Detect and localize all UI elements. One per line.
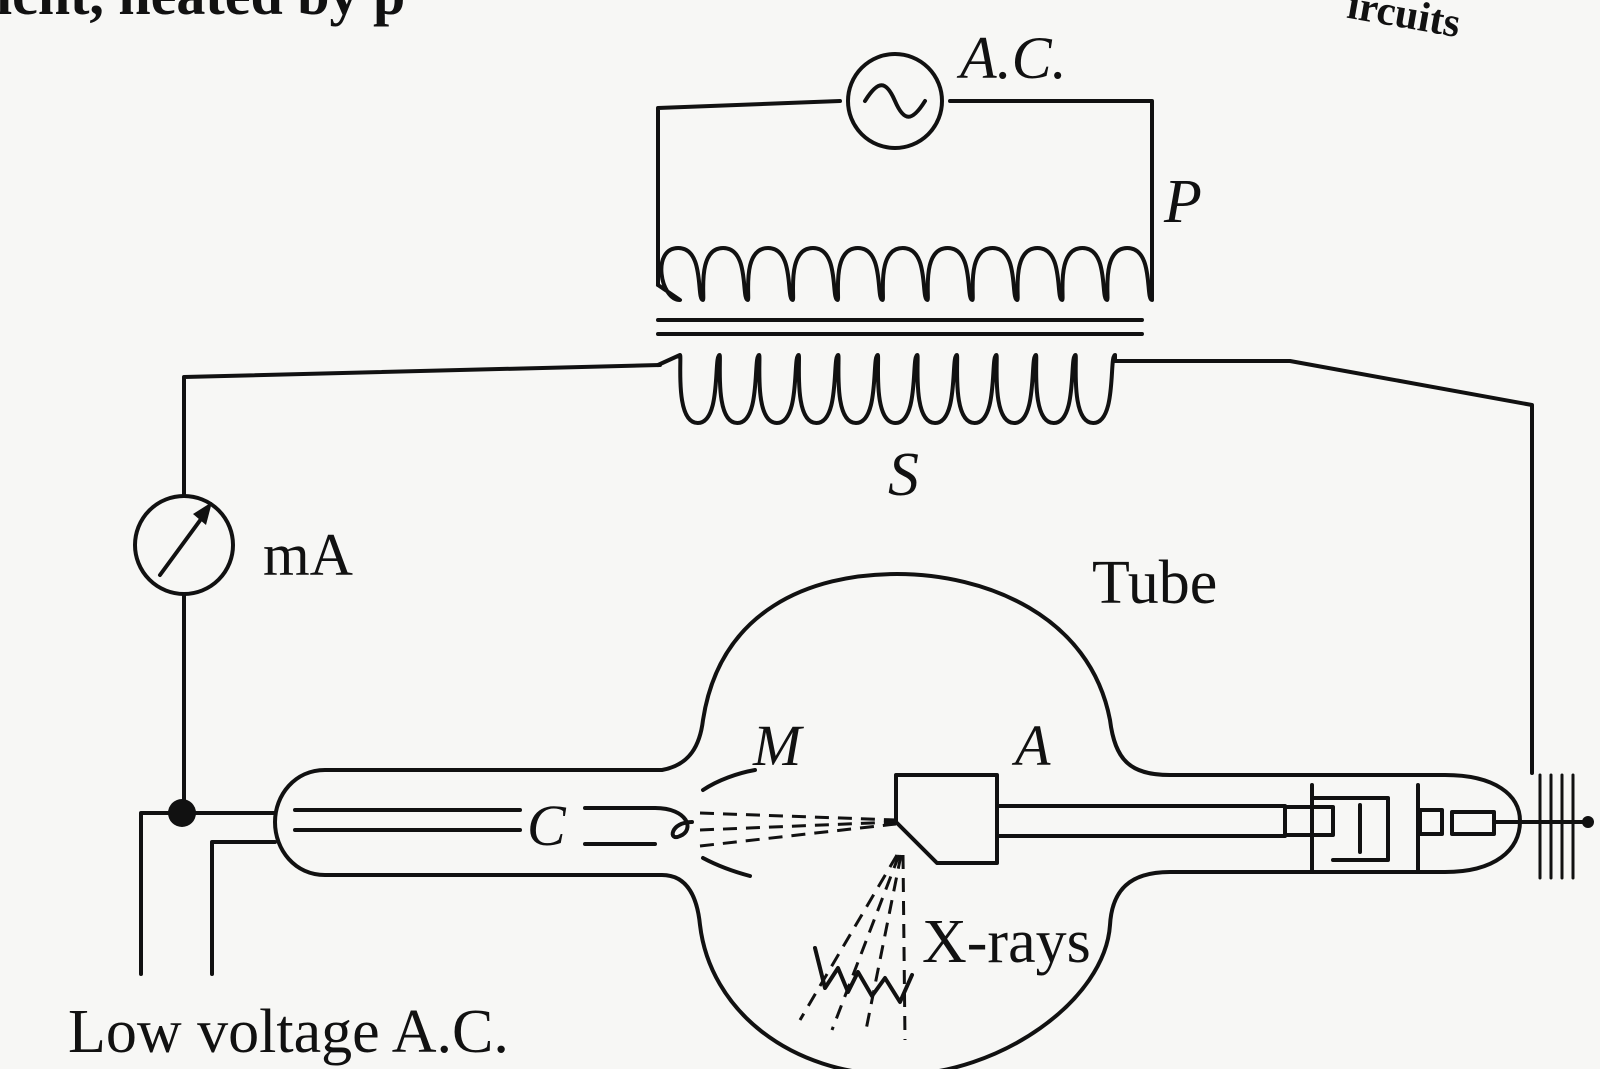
secondary-coil	[656, 353, 1117, 425]
milliammeter-icon	[133, 494, 235, 596]
anode-target	[894, 773, 999, 865]
transformer-core	[656, 318, 1144, 336]
cathode	[293, 806, 694, 846]
xrays-label: X-rays	[922, 908, 1091, 976]
cooling-fins-icon	[1538, 773, 1594, 880]
ac-source-icon	[846, 52, 944, 150]
tube-envelope	[273, 572, 1522, 1069]
primary-coil-label: P	[1163, 168, 1202, 236]
primary-coil	[656, 246, 1154, 302]
focusing-cup-label: M	[752, 713, 804, 778]
header-text-fragment-left: icnt, heated by p	[0, 0, 405, 27]
anode-stem	[995, 783, 1592, 874]
sine-wave-icon	[863, 83, 927, 119]
focusing-cup	[701, 768, 757, 878]
header-text-fragment-right: ircuits	[1344, 0, 1464, 47]
high-voltage-wires	[182, 359, 1534, 802]
cathode-leads	[139, 799, 277, 976]
primary-circuit	[656, 52, 1154, 287]
tube-label: Tube	[1092, 549, 1217, 617]
low-voltage-label: Low voltage A.C.	[68, 998, 509, 1066]
filament-icon	[653, 806, 694, 840]
cathode-label: C	[527, 793, 567, 858]
xray-beam	[798, 854, 907, 1041]
milliammeter-label: mA	[263, 522, 353, 588]
ac-source-label: A.C.	[956, 25, 1067, 91]
xray-zigzag-icon	[813, 946, 914, 1004]
anode-label: A	[1011, 713, 1051, 778]
secondary-coil-label: S	[888, 441, 919, 509]
electron-beam	[699, 811, 897, 848]
